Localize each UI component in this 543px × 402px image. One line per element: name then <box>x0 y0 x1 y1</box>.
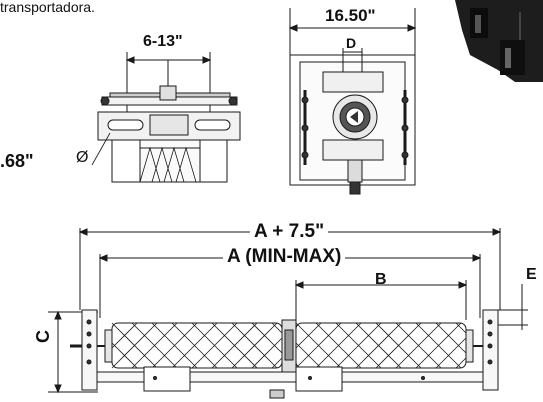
half-length-label: B <box>375 271 387 288</box>
diameter-symbol: Ø <box>76 149 89 166</box>
height-label: C <box>33 330 53 343</box>
roller-length-label: A (MIN-MAX) <box>223 247 346 266</box>
offset-label: E <box>526 266 537 283</box>
shaft-dia-label: D <box>346 35 357 51</box>
slot-range-label: 6-13" <box>143 33 183 50</box>
end-view-drawing <box>91 52 241 183</box>
overall-length-label: A + 7.5" <box>250 222 329 241</box>
product-photo <box>455 0 543 82</box>
frame-width-label: 16.50" <box>325 6 376 25</box>
caption-text: transportadora. <box>0 0 95 15</box>
front-view-drawing <box>48 228 528 399</box>
side-view-drawing <box>288 8 417 195</box>
diameter-value-label: .68" <box>0 151 34 171</box>
